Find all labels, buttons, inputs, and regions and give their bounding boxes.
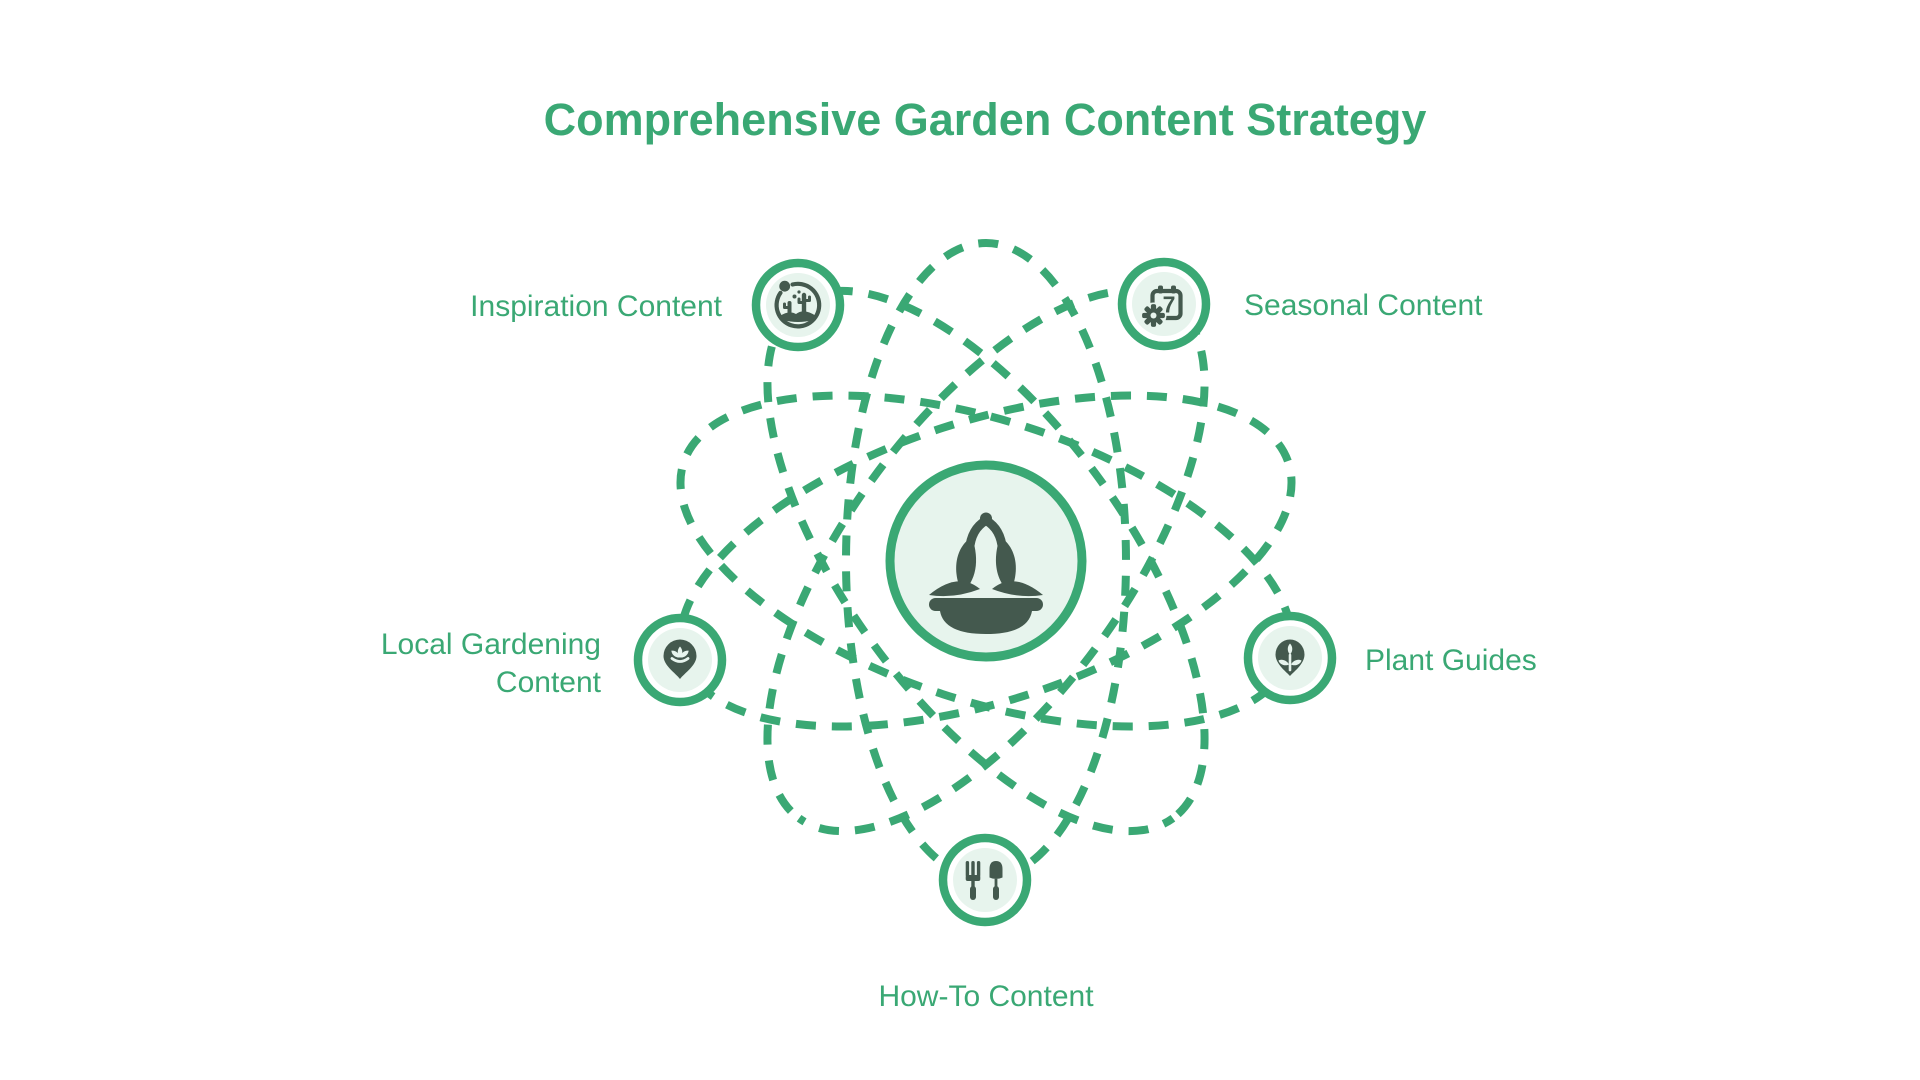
node-center-hub [885, 460, 1087, 662]
label-local-line2: Content [496, 666, 602, 699]
map-pin-plant-icon [663, 639, 697, 679]
node-disc [953, 848, 1017, 912]
label-seasonal: Seasonal Content [1244, 289, 1483, 322]
garden-tools-icon [965, 861, 1003, 900]
orbit-ellipse [763, 286, 1209, 836]
lotus-bowl-icon [929, 512, 1043, 634]
page-title: Comprehensive Garden Content Strategy [543, 94, 1427, 145]
label-plant-guides: Plant Guides [1365, 644, 1537, 677]
label-how-to: How-To Content [878, 980, 1094, 1013]
seed-sprout-icon [1275, 639, 1305, 676]
node-local-gardening [633, 613, 727, 707]
node-seasonal: 7 [1117, 257, 1211, 351]
gear-icon [1140, 302, 1167, 329]
calendar-gear-icon: 7 [1140, 285, 1183, 329]
node-how-to [938, 833, 1032, 927]
node-plant-guides [1243, 611, 1337, 705]
label-local-line1: Local Gardening [381, 628, 601, 661]
terrarium-scene-icon [774, 280, 822, 329]
calendar-day-number: 7 [1163, 292, 1176, 318]
label-inspiration: Inspiration Content [470, 290, 722, 323]
node-inspiration [751, 258, 845, 352]
